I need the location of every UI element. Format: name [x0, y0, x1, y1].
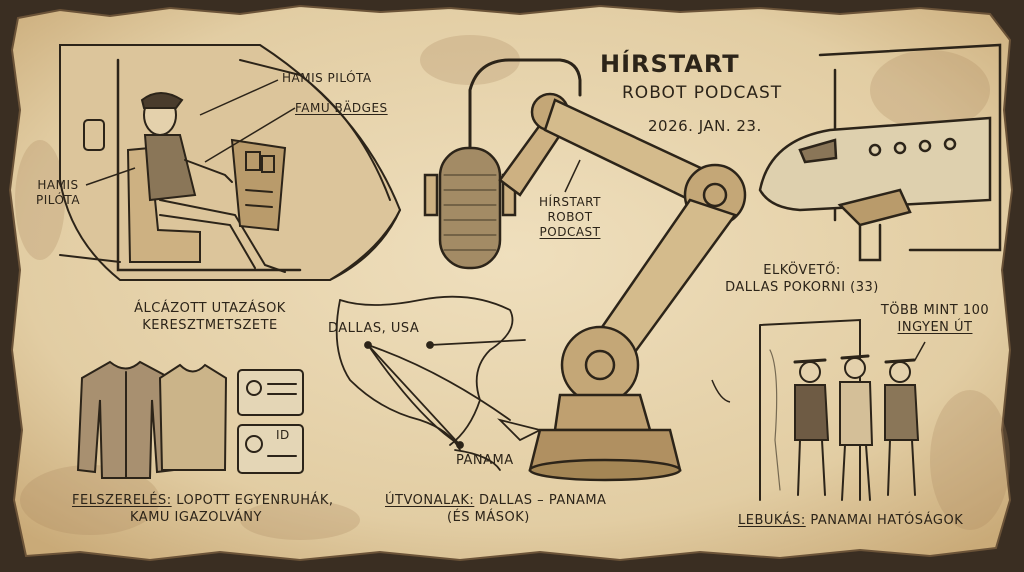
cockpit-arrows [85, 79, 296, 186]
map-label-dallas: DALLAS, USA [328, 321, 420, 336]
robot-caption-line-1: HÍRSTART [539, 195, 601, 209]
equipment-caption: FELSZERELÉS: LOPOTT EGYENRUHÁK, KAMU IGA… [72, 492, 334, 526]
map-label-panama: PANAMA [456, 453, 514, 468]
arrest-arrow [711, 379, 731, 403]
podcast-title: HÍRSTART [600, 50, 740, 78]
label-fake-pilot-left-1: HAMIS [37, 178, 79, 192]
cockpit-caption: ÁLCÁZOTT UTAZÁSOK KERESZTMETSZETE [130, 300, 290, 334]
podcast-subtitle: ROBOT PODCAST [622, 83, 783, 103]
trips-line-1: TÖBB MINT 100 [880, 303, 990, 318]
arrest-drawing [759, 318, 920, 501]
id-card-text: ID [276, 428, 290, 442]
arrest-caption: LEBUKÁS: PANAMAI HATÓSÁGOK [738, 512, 963, 529]
cockpit-caption-line-2: KERESZTMETSZETE [142, 318, 278, 333]
equipment-caption-line-2: KAMU IGAZOLVÁNY [130, 510, 262, 525]
route-caption-line-2: (ÉS MÁSOK) [447, 510, 530, 525]
airplane-drawing [758, 43, 1002, 262]
trips-line-2: INGYEN ÚT [897, 320, 973, 335]
label-fake-pilot-left: HAMIS PILÓTA [28, 178, 88, 208]
label-fake-pilot-top: HAMIS PILÓTA [282, 71, 372, 85]
trips-label: TÖBB MINT 100 INGYEN ÚT [870, 302, 1000, 336]
equipment-caption-line-1: FELSZERELÉS: LOPOTT EGYENRUHÁK, [72, 492, 334, 509]
route-caption: ÚTVONALAK: DALLAS – PANAMA (ÉS MÁSOK) [385, 492, 606, 526]
perpetrator-line-1: ELKÖVETŐ: [763, 263, 841, 278]
robot-caption-line-2: ROBOT [547, 210, 593, 224]
trips-arrow [914, 341, 926, 361]
equipment-drawing [76, 360, 304, 479]
perpetrator-label: ELKÖVETŐ: DALLAS POKORNI (33) [722, 262, 882, 296]
route-caption-line-1: ÚTVONALAK: DALLAS – PANAMA [385, 492, 606, 509]
coffee-stains [15, 35, 1010, 540]
podcast-date: 2026. JAN. 23. [648, 117, 762, 135]
perpetrator-line-2: DALLAS POKORNI (33) [725, 280, 879, 295]
route-map [335, 295, 543, 471]
label-famu-badges: FAMU BÄDGES [295, 101, 388, 115]
robot-caption-line-3: PODCAST [539, 225, 601, 239]
robot-arm-drawing [423, 58, 747, 482]
equipment-caption-title: FELSZERELÉS: [72, 493, 172, 508]
route-caption-rest: DALLAS – PANAMA [474, 493, 607, 508]
arrest-caption-rest: PANAMAI HATÓSÁGOK [805, 513, 964, 528]
label-fake-pilot-left-2: PILÓTA [35, 193, 81, 207]
cockpit-caption-line-1: ÁLCÁZOTT UTAZÁSOK [134, 301, 286, 316]
robot-arrow [564, 159, 581, 193]
equipment-caption-rest: LOPOTT EGYENRUHÁK, [171, 493, 334, 508]
arrest-caption-title: LEBUKÁS: [738, 513, 806, 528]
route-caption-title: ÚTVONALAK: [385, 493, 475, 508]
cockpit-drawing [59, 44, 402, 281]
robot-caption: HÍRSTART ROBOT PODCAST [530, 195, 610, 240]
